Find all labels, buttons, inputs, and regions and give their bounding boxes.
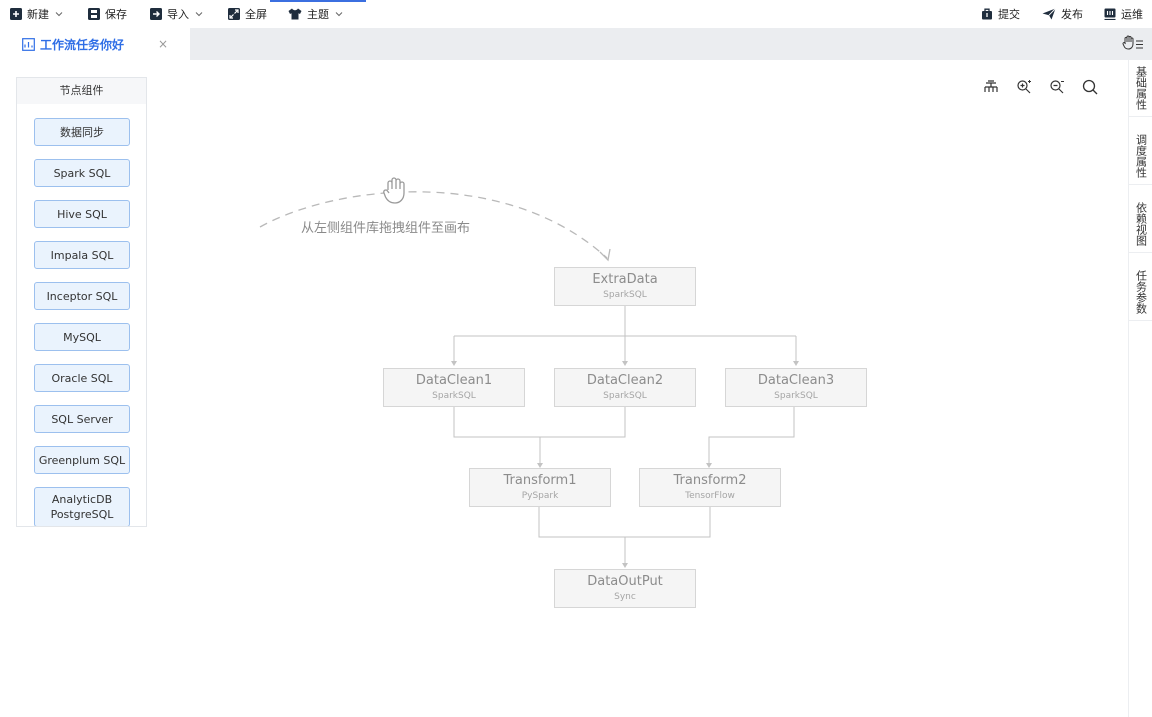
top-toolbar: 新建 保存 导入 全屏 主题 提交 发布 运维 (0, 0, 1152, 28)
component-inceptor-sql[interactable]: Inceptor SQL (34, 282, 130, 310)
ops-label: 运维 (1121, 8, 1143, 21)
component-mysql[interactable]: MySQL (34, 323, 130, 351)
rail-task-parameters[interactable]: 任务参数 (1129, 264, 1152, 321)
node-type: SparkSQL (432, 391, 476, 401)
import-button[interactable]: 导入 (150, 0, 203, 28)
publish-button[interactable]: 发布 (1042, 0, 1083, 28)
node-title: ExtraData (592, 272, 658, 287)
zoom-out-icon[interactable] (1048, 78, 1066, 96)
node-type: PySpark (521, 491, 559, 501)
flow-connectors (451, 306, 799, 568)
workflow-canvas[interactable]: 节点组件 数据同步 Spark SQL Hive SQL Impala SQL … (0, 60, 1128, 717)
submit-button[interactable]: 提交 (981, 0, 1020, 28)
import-label: 导入 (167, 8, 189, 21)
flow-node-extradata[interactable]: ExtraData SparkSQL (554, 267, 696, 306)
node-type: Sync (614, 592, 636, 602)
node-type: SparkSQL (774, 391, 818, 401)
save-button[interactable]: 保存 (88, 0, 127, 28)
workflow-doc-icon (22, 37, 35, 51)
node-title: DataOutPut (587, 574, 663, 589)
right-property-rail: 基础属性 调度属性 依赖视图 任务参数 (1128, 60, 1152, 717)
search-icon[interactable] (1081, 78, 1099, 96)
send-icon (1042, 8, 1056, 20)
ops-panel-icon (1104, 8, 1116, 20)
new-label: 新建 (27, 8, 49, 21)
rail-label: 任务参数 (1134, 270, 1148, 314)
ops-button[interactable]: 运维 (1104, 0, 1143, 28)
flow-node-dataclean2[interactable]: DataClean2 SparkSQL (554, 368, 696, 407)
fullscreen-button[interactable]: 全屏 (228, 0, 267, 28)
chevron-down-icon (55, 12, 63, 17)
theme-button[interactable]: 主题 (288, 0, 343, 28)
hand-menu-icon[interactable] (1122, 34, 1144, 52)
flow-node-dataclean1[interactable]: DataClean1 SparkSQL (383, 368, 525, 407)
component-hive-sql[interactable]: Hive SQL (34, 200, 130, 228)
component-sql-server[interactable]: SQL Server (34, 405, 130, 433)
active-indicator (270, 0, 366, 2)
tshirt-icon (288, 8, 302, 20)
submit-label: 提交 (998, 8, 1020, 21)
publish-label: 发布 (1061, 8, 1083, 21)
node-type: TensorFlow (685, 491, 735, 501)
flow-node-transform1[interactable]: Transform1 PySpark (469, 468, 611, 507)
component-spark-sql[interactable]: Spark SQL (34, 159, 130, 187)
component-impala-sql[interactable]: Impala SQL (34, 241, 130, 269)
rail-basic-properties[interactable]: 基础属性 (1129, 60, 1152, 117)
rail-label: 基础属性 (1134, 66, 1148, 110)
zoom-in-icon[interactable] (1015, 78, 1033, 96)
rail-dependency-view[interactable]: 依赖视图 (1129, 196, 1152, 253)
node-title: DataClean1 (415, 373, 493, 388)
node-type: SparkSQL (603, 290, 647, 300)
tab-bar: 工作流任务你好 × (0, 28, 1152, 60)
node-title: Transform2 (673, 473, 747, 488)
canvas-tools (982, 78, 1114, 96)
component-oracle-sql[interactable]: Oracle SQL (34, 364, 130, 392)
plus-square-icon (10, 8, 22, 20)
tab-label: 工作流任务你好 (40, 37, 125, 52)
panel-title: 节点组件 (17, 78, 146, 104)
fullscreen-label: 全屏 (245, 8, 267, 21)
component-analyticdb-postgresql[interactable]: AnalyticDB PostgreSQL (34, 487, 130, 526)
flow-node-dataclean3[interactable]: DataClean3 SparkSQL (725, 368, 867, 407)
node-type: SparkSQL (603, 391, 647, 401)
import-icon (150, 8, 162, 20)
rail-label: 依赖视图 (1134, 202, 1148, 246)
save-icon (88, 8, 100, 20)
theme-label: 主题 (307, 8, 329, 21)
component-data-sync[interactable]: 数据同步 (34, 118, 130, 146)
node-title: Transform1 (503, 473, 577, 488)
layout-tree-icon[interactable] (982, 78, 1000, 96)
drag-hint-arrow (259, 191, 611, 262)
save-label: 保存 (105, 8, 127, 21)
tab-workflow[interactable]: 工作流任务你好 × (0, 28, 190, 60)
rail-label: 调度属性 (1134, 134, 1148, 178)
flow-node-dataoutput[interactable]: DataOutPut Sync (554, 569, 696, 608)
node-title: DataClean2 (586, 373, 664, 388)
component-panel: 节点组件 数据同步 Spark SQL Hive SQL Impala SQL … (16, 77, 147, 527)
chevron-down-icon (335, 12, 343, 17)
hand-drag-icon (383, 177, 405, 204)
submit-box-icon (982, 8, 992, 20)
node-title: DataClean3 (757, 373, 835, 388)
new-button[interactable]: 新建 (10, 0, 63, 28)
component-greenplum-sql[interactable]: Greenplum SQL (34, 446, 130, 474)
tab-close-icon[interactable]: × (158, 37, 169, 51)
drag-hint-text: 从左侧组件库拖拽组件至画布 (301, 221, 471, 236)
chevron-down-icon (195, 12, 203, 17)
rail-schedule-properties[interactable]: 调度属性 (1129, 128, 1152, 185)
flow-node-transform2[interactable]: Transform2 TensorFlow (639, 468, 781, 507)
fullscreen-icon (228, 8, 240, 20)
